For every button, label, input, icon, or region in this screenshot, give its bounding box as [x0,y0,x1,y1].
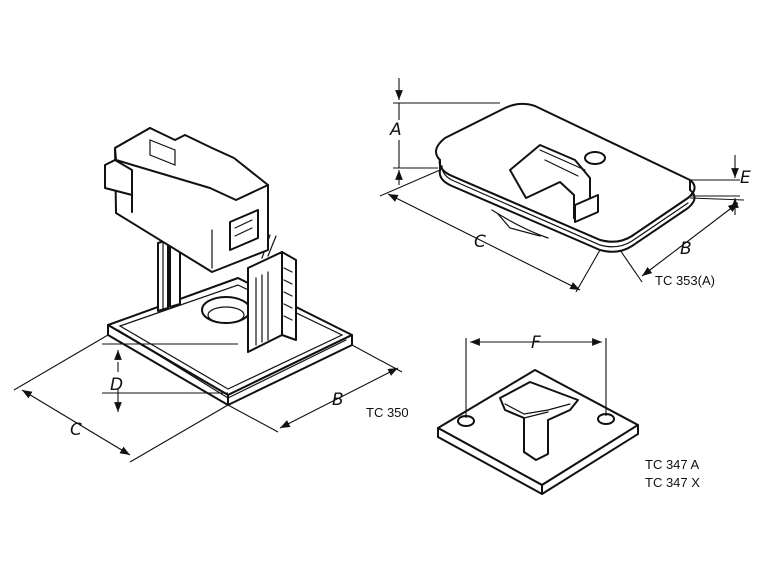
tc353-dim-a: A [389,120,402,140]
tc347-caption-a: TC 347 A [645,457,700,472]
tc350-dim-b: B [332,390,344,410]
tc350-center-hole [201,296,251,324]
tc350-drawing [104,127,353,406]
tc353-dim-c: C [474,232,486,252]
tc347-dimensions: F TC 347 A TC 347 X [465,333,700,490]
tc353-dimensions: A E C B TC 353(A) [379,78,751,293]
tc353-drawing [435,102,696,253]
tc347-caption-x: TC 347 X [645,475,700,490]
tc350-dimensions: D C B TC 350 [13,334,409,463]
tc350-dim-c: C [70,420,82,440]
tc353-dim-b: B [680,239,692,259]
tc347-dim-f: F [531,333,541,353]
tc350-clip-post [247,251,283,353]
tc353-caption: TC 353(A) [655,273,715,288]
tc350-caption: TC 350 [366,405,409,420]
tc353-screw-hole [584,151,606,165]
tc347-drawing [437,369,639,495]
tc350-base-top [107,277,353,396]
tc350-dim-d: D [110,375,123,395]
tc353-dim-e: E [740,168,751,188]
tc347-cross-clip [499,381,579,461]
